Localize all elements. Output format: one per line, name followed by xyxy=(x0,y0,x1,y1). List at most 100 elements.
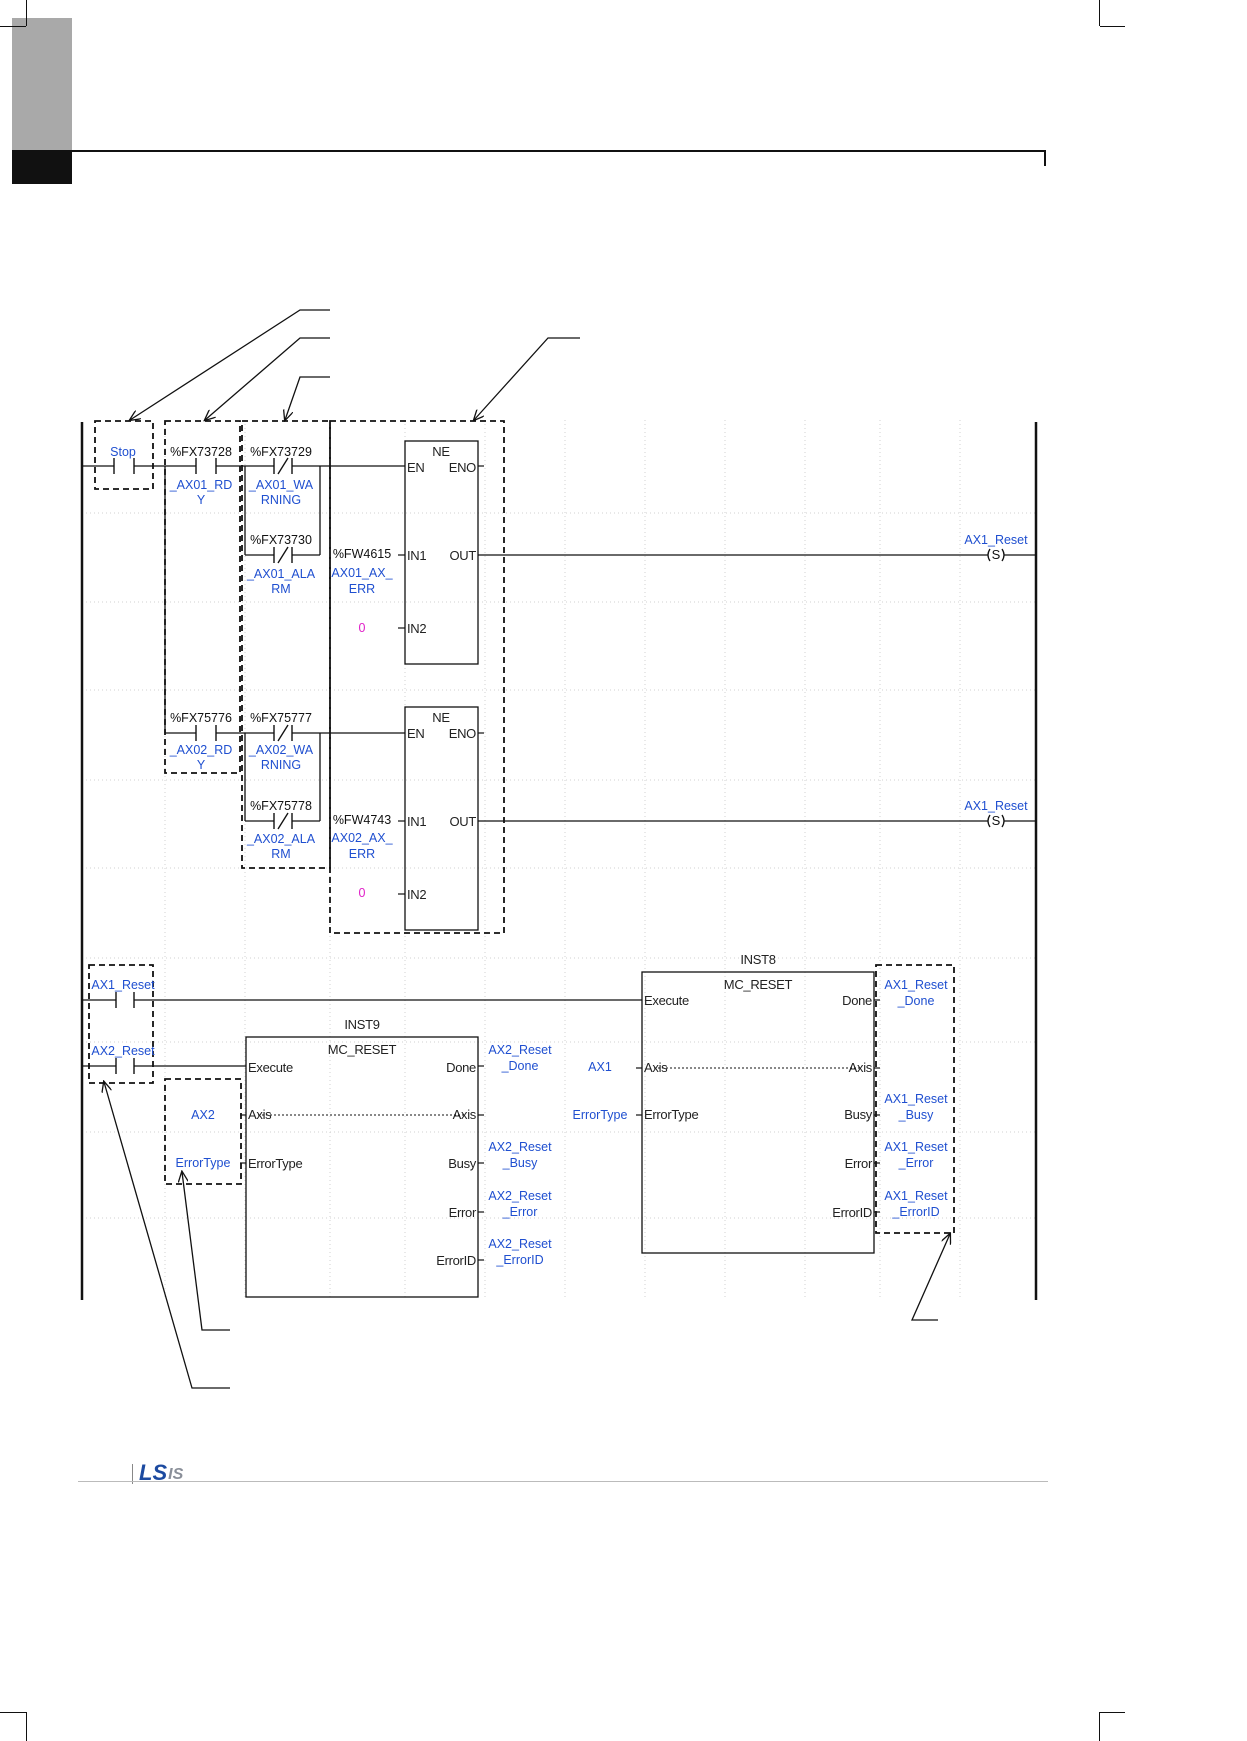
inst9-error-var-1: AX2_Reset xyxy=(488,1189,552,1203)
ne1-in1-addr: %FW4615 xyxy=(333,547,391,561)
inst8-type: MC_RESET xyxy=(724,977,793,992)
ne1-en: EN xyxy=(407,460,424,475)
inst9-execute: Execute xyxy=(248,1060,293,1075)
contact-ax01-warning xyxy=(273,457,293,475)
mc-reset-inst9 xyxy=(245,1036,479,1298)
inst8-busy: Busy xyxy=(844,1107,873,1122)
ax01-rdy-name-2: Y xyxy=(197,493,206,507)
ne1-in1-name-1: AX01_AX_ xyxy=(331,566,393,580)
mc-reset-inst8 xyxy=(641,971,875,1254)
callouts xyxy=(104,309,950,1389)
ax02-rdy-name-2: Y xyxy=(197,758,206,772)
coil-2-symbol: S xyxy=(992,813,1001,828)
highlight-ne xyxy=(329,420,505,934)
ne2-in2-value: 0 xyxy=(359,886,366,900)
highlight-inst8-outputs xyxy=(875,964,955,1234)
ne1-in1-name-2: ERR xyxy=(349,582,375,596)
ne1-name: NE xyxy=(432,444,450,459)
ax01-warn-name-2: RNING xyxy=(261,493,301,507)
contact-ax01-rdy xyxy=(195,458,217,474)
ne2-en: EN xyxy=(407,726,424,741)
inst8-errorid: ErrorID xyxy=(832,1205,872,1220)
stop-label: Stop xyxy=(110,445,136,459)
ax02-alarm-name-1: _AX02_ALA xyxy=(246,832,316,846)
inst9-done-var-2: _Done xyxy=(501,1059,539,1073)
ax1-reset-contact-label: AX1_Reset xyxy=(91,978,155,992)
footer-logo: LS IS xyxy=(132,1458,183,1484)
ne1-eno: ENO xyxy=(449,460,476,475)
ne2-name: NE xyxy=(432,710,450,725)
ne2-in1-name-2: ERR xyxy=(349,847,375,861)
logo-ls: LS xyxy=(139,1460,168,1485)
contact-ax1-reset xyxy=(115,992,135,1008)
ne1-out: OUT xyxy=(449,548,476,563)
inst9-error-var-2: _Error xyxy=(502,1205,538,1219)
inst9-errortype-in: ErrorType xyxy=(248,1156,302,1171)
inst8-error-var-2: _Error xyxy=(898,1156,934,1170)
highlight-stop xyxy=(94,420,154,490)
contact-stop xyxy=(113,458,135,474)
inst8-axis-out: Axis xyxy=(849,1060,873,1075)
header-rule-tick xyxy=(1044,150,1046,166)
crop-mark-bottom-right-v xyxy=(1099,1712,1100,1741)
inst8-done-var-1: AX1_Reset xyxy=(884,978,948,992)
ax01-warn-addr: %FX73729 xyxy=(250,445,312,459)
inst8-error-var-1: AX1_Reset xyxy=(884,1140,948,1154)
inst9-axis-out: Axis xyxy=(453,1107,477,1122)
highlight-reset-contacts xyxy=(88,964,154,1084)
ne2-in1: IN1 xyxy=(407,814,426,829)
ax2-reset-contact-label: AX2_Reset xyxy=(91,1044,155,1058)
inst9-busy-var-2: _Busy xyxy=(502,1156,538,1170)
inst8-errorid-var-2: _ErrorID xyxy=(891,1205,939,1219)
ax01-rdy-addr: %FX73728 xyxy=(170,445,232,459)
inst9-done: Done xyxy=(446,1060,476,1075)
inst8-done-var-2: _Done xyxy=(897,994,935,1008)
inst9-axis-value: AX2 xyxy=(191,1108,215,1122)
inst9-busy-var-1: AX2_Reset xyxy=(488,1140,552,1154)
contact-ax02-warning xyxy=(273,724,293,742)
crop-mark-top-left-v xyxy=(26,0,27,26)
ax01-warn-name-1: _AX01_WA xyxy=(248,478,314,492)
footer-logo-divider xyxy=(132,1464,133,1484)
inst8-axis-in: Axis xyxy=(644,1060,668,1075)
crop-mark-top-left xyxy=(0,26,26,27)
rung-1-wires xyxy=(82,465,1036,822)
inst8-busy-var-1: AX1_Reset xyxy=(884,1092,948,1106)
chapter-tab-dark xyxy=(12,150,72,184)
ne1-in2: IN2 xyxy=(407,621,426,636)
inst9-busy: Busy xyxy=(448,1156,477,1171)
footer-rule xyxy=(78,1481,1048,1482)
set-coil-2 xyxy=(987,814,1005,828)
ax02-warn-addr: %FX75777 xyxy=(250,711,312,725)
ne1-in1: IN1 xyxy=(407,548,426,563)
inst9-instance: INST9 xyxy=(344,1017,379,1032)
ne2-in1-name-1: AX02_AX_ xyxy=(331,831,393,845)
ax01-alarm-addr: %FX73730 xyxy=(250,533,312,547)
crop-mark-top-right-v xyxy=(1099,0,1100,26)
coil-1-label: AX1_Reset xyxy=(964,533,1028,547)
inst9-type: MC_RESET xyxy=(328,1042,397,1057)
inst8-axis-value: AX1 xyxy=(588,1060,612,1074)
highlight-boxes xyxy=(88,420,955,1234)
coil-1-symbol: S xyxy=(992,547,1001,562)
ne2-out: OUT xyxy=(449,814,476,829)
inst9-errorid: ErrorID xyxy=(436,1253,476,1268)
contact-ax01-alarm xyxy=(273,546,293,564)
header-rule xyxy=(72,150,1046,152)
inst9-axis-in: Axis xyxy=(248,1107,272,1122)
inst8-error: Error xyxy=(845,1156,873,1171)
ax02-warn-name-1: _AX02_WA xyxy=(248,743,314,757)
ax01-alarm-name-2: RM xyxy=(271,582,290,596)
ne2-eno: ENO xyxy=(449,726,476,741)
ax02-rdy-name-1: _AX02_RD xyxy=(169,743,233,757)
crop-mark-top-right xyxy=(1100,26,1125,27)
ax02-alarm-name-2: RM xyxy=(271,847,290,861)
ax02-alarm-addr: %FX75778 xyxy=(250,799,312,813)
ne2-in1-addr: %FW4743 xyxy=(333,813,391,827)
inst8-errortype-value: ErrorType xyxy=(573,1108,628,1122)
ne-block-1 xyxy=(404,440,479,665)
logo-is: IS xyxy=(168,1466,184,1483)
ax02-rdy-addr: %FX75776 xyxy=(170,711,232,725)
inst8-errorid-var-1: AX1_Reset xyxy=(884,1189,948,1203)
